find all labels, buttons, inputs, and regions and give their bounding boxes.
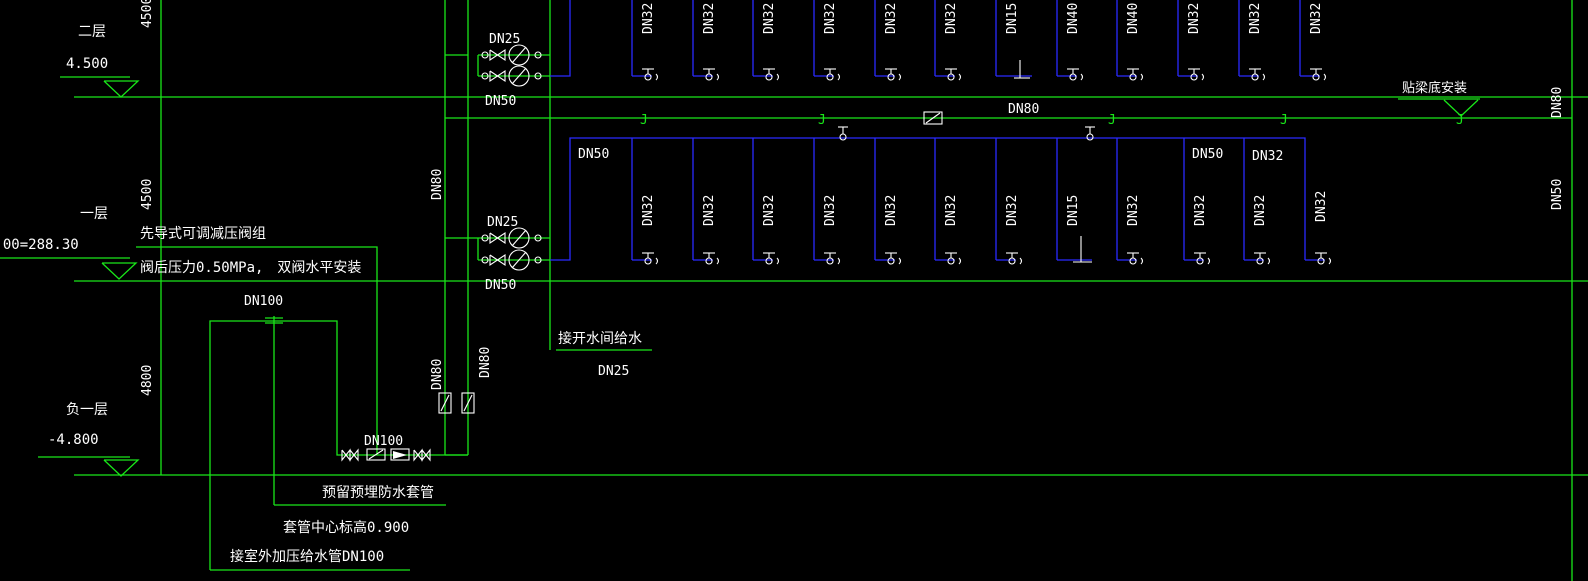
floor-name-second: 二层 [78,24,106,40]
lower-tap-icons [642,236,1332,265]
check-valve-1 [438,392,452,414]
svg-text:J: J [640,113,648,128]
riser-right-size: DN80 [1550,87,1565,118]
upper-branch-size: DN50 [485,94,516,109]
svg-text:DN32: DN32 [1314,191,1329,222]
floor-elevation-first: 0.00=288.30 [0,237,79,253]
open-room-note: 接开水间给水 [558,330,642,347]
svg-text:DN32: DN32 [944,195,959,226]
main-horizontal-size: DN80 [1008,102,1039,117]
svg-text:DN32: DN32 [944,3,959,34]
inlet-valve-size: DN100 [364,434,403,449]
floor-elevation-basement: -4.800 [48,432,99,448]
riser-size-label: DN80 [430,169,445,200]
lower-header-size-left: DN50 [578,147,609,162]
upper-blue-feed [550,0,571,77]
prv-detail: 阀后压力0.50MPa, 双阀水平安装 [140,260,361,276]
svg-text:DN32: DN32 [884,195,899,226]
svg-text:DN32: DN32 [1253,195,1268,226]
elevation-marker-basement [38,456,140,477]
svg-text:DN32: DN32 [884,3,899,34]
svg-text:DN15: DN15 [1005,3,1020,34]
lower-blue-header [550,137,1306,261]
sleeve-note: 预留预埋防水套管 [322,485,434,501]
main-pipe-valve [923,111,943,125]
svg-text:DN32: DN32 [702,195,717,226]
lower-header-valves [838,126,1095,141]
upper-meter-assembly [477,44,550,87]
open-room-size: DN25 [598,364,629,379]
svg-text:DN32: DN32 [823,195,838,226]
upper-stub-labels: DN32 DN32 DN32 DN32 DN32 DN32 DN15 DN40 … [641,3,1324,34]
riser-right-lower-size: DN50 [1550,179,1565,210]
svg-text:DN32: DN32 [762,3,777,34]
svg-text:J: J [1280,113,1288,128]
svg-text:DN15: DN15 [1066,195,1081,226]
svg-text:DN32: DN32 [641,195,656,226]
outdoor-inlet-note: 接室外加压给水管DN100 [230,548,384,565]
height-basement: 4800 [140,365,155,396]
svg-text:DN32: DN32 [762,195,777,226]
svg-text:DN40: DN40 [1126,3,1141,34]
svg-text:DN40: DN40 [1066,3,1081,34]
svg-text:DN32: DN32 [641,3,656,34]
upper-stub-lines [631,0,1320,77]
beam-mount-note: 贴梁底安装 [1402,80,1467,96]
inlet-pipe-assembly [209,316,468,570]
floor-name-basement: 负一层 [66,402,108,418]
inlet-top-size: DN100 [244,294,283,309]
elevation-marker-second [60,76,140,98]
lower-header-size-mid: DN50 [1192,147,1223,162]
svg-text:DN32: DN32 [1193,195,1208,226]
height-second: 4500 [140,0,155,28]
svg-text:J: J [1456,113,1464,128]
svg-text:DN32: DN32 [1309,3,1324,34]
lower-stub-lines [631,138,1325,261]
lower-branch-size: DN50 [485,278,516,293]
main-pipe-markers: J J J J J [640,113,1464,128]
basement-riser-label-1: DN80 [430,359,445,390]
height-first: 4500 [140,179,155,210]
lower-meter-size: DN25 [487,215,518,230]
floor-elevation-second: 4.500 [66,56,108,72]
svg-text:DN32: DN32 [1187,3,1202,34]
prv-title: 先导式可调减压阀组 [140,226,266,242]
lower-meter-assembly [477,227,550,271]
upper-tap-icons [642,60,1327,81]
svg-text:J: J [1108,113,1116,128]
svg-text:DN32: DN32 [823,3,838,34]
beam-mount-arrow [1443,99,1479,117]
svg-text:DN32: DN32 [1005,195,1020,226]
elevation-marker-first [0,257,138,280]
svg-text:J: J [818,113,826,128]
svg-text:DN32: DN32 [1126,195,1141,226]
sleeve-elevation: 套管中心标高0.900 [283,519,409,536]
upper-meter-size: DN25 [489,32,520,47]
lower-stub-labels: DN32 DN32 DN32 DN32 DN32 DN32 DN32 DN15 … [641,191,1329,226]
check-valve-2 [461,392,475,414]
basement-riser-label-2: DN80 [478,347,493,378]
lower-header-size-end: DN32 [1252,149,1283,164]
svg-text:DN32: DN32 [702,3,717,34]
svg-text:DN32: DN32 [1248,3,1263,34]
floor-name-first: 一层 [80,206,108,222]
prv-leader [136,246,378,455]
